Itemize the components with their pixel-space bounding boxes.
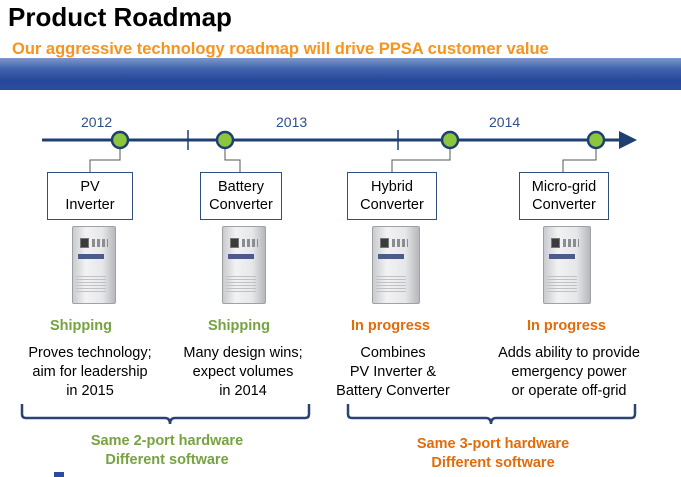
year-label-2012: 2012 [81, 114, 113, 130]
product-box-pv-inverter: PV Inverter [47, 172, 133, 220]
slide-subtitle: Our aggressive technology roadmap will d… [12, 40, 549, 58]
year-label-2013: 2013 [276, 114, 308, 130]
group-brace-left [20, 404, 311, 425]
product-description: Adds ability to provide emergency power … [498, 345, 640, 399]
group-label-3-port: Same 3-port hardware Different software [416, 436, 570, 471]
milestone-connector [562, 140, 597, 173]
status-label: Shipping [208, 318, 271, 334]
product-box-battery-converter: Battery Converter [200, 172, 282, 220]
product-description: Many design wins; expect volumes in 2014 [183, 345, 303, 399]
inverter-cabinet-icon [366, 226, 426, 306]
product-box-hybrid-converter: Hybrid Converter [347, 172, 437, 220]
milestone-connector [89, 140, 121, 173]
inverter-cabinet-icon [216, 226, 272, 306]
milestone-marker [215, 130, 235, 150]
slide-title: Product Roadmap [8, 2, 232, 32]
milestone-marker [110, 130, 130, 150]
product-description: Proves technology; aim for leadership in… [28, 345, 152, 399]
product-box-microgrid-converter: Micro-grid Converter [519, 172, 609, 220]
status-label: In progress [527, 318, 606, 334]
product-description: Combines PV Inverter & Battery Converter [336, 345, 450, 399]
inverter-cabinet-icon [66, 226, 122, 306]
timeline-arrowhead [619, 131, 637, 149]
group-brace-right [346, 404, 637, 425]
footer-accent [54, 472, 64, 477]
year-label-2014: 2014 [489, 114, 521, 130]
milestone-connector [391, 140, 451, 173]
milestone-marker [586, 130, 606, 150]
milestone-marker [440, 130, 460, 150]
milestone-connector [224, 140, 241, 173]
status-label: Shipping [50, 318, 113, 334]
group-label-2-port: Same 2-port hardware Different software [90, 433, 244, 468]
header-banner [0, 58, 681, 90]
status-label: In progress [351, 318, 430, 334]
inverter-cabinet-icon [537, 226, 597, 306]
